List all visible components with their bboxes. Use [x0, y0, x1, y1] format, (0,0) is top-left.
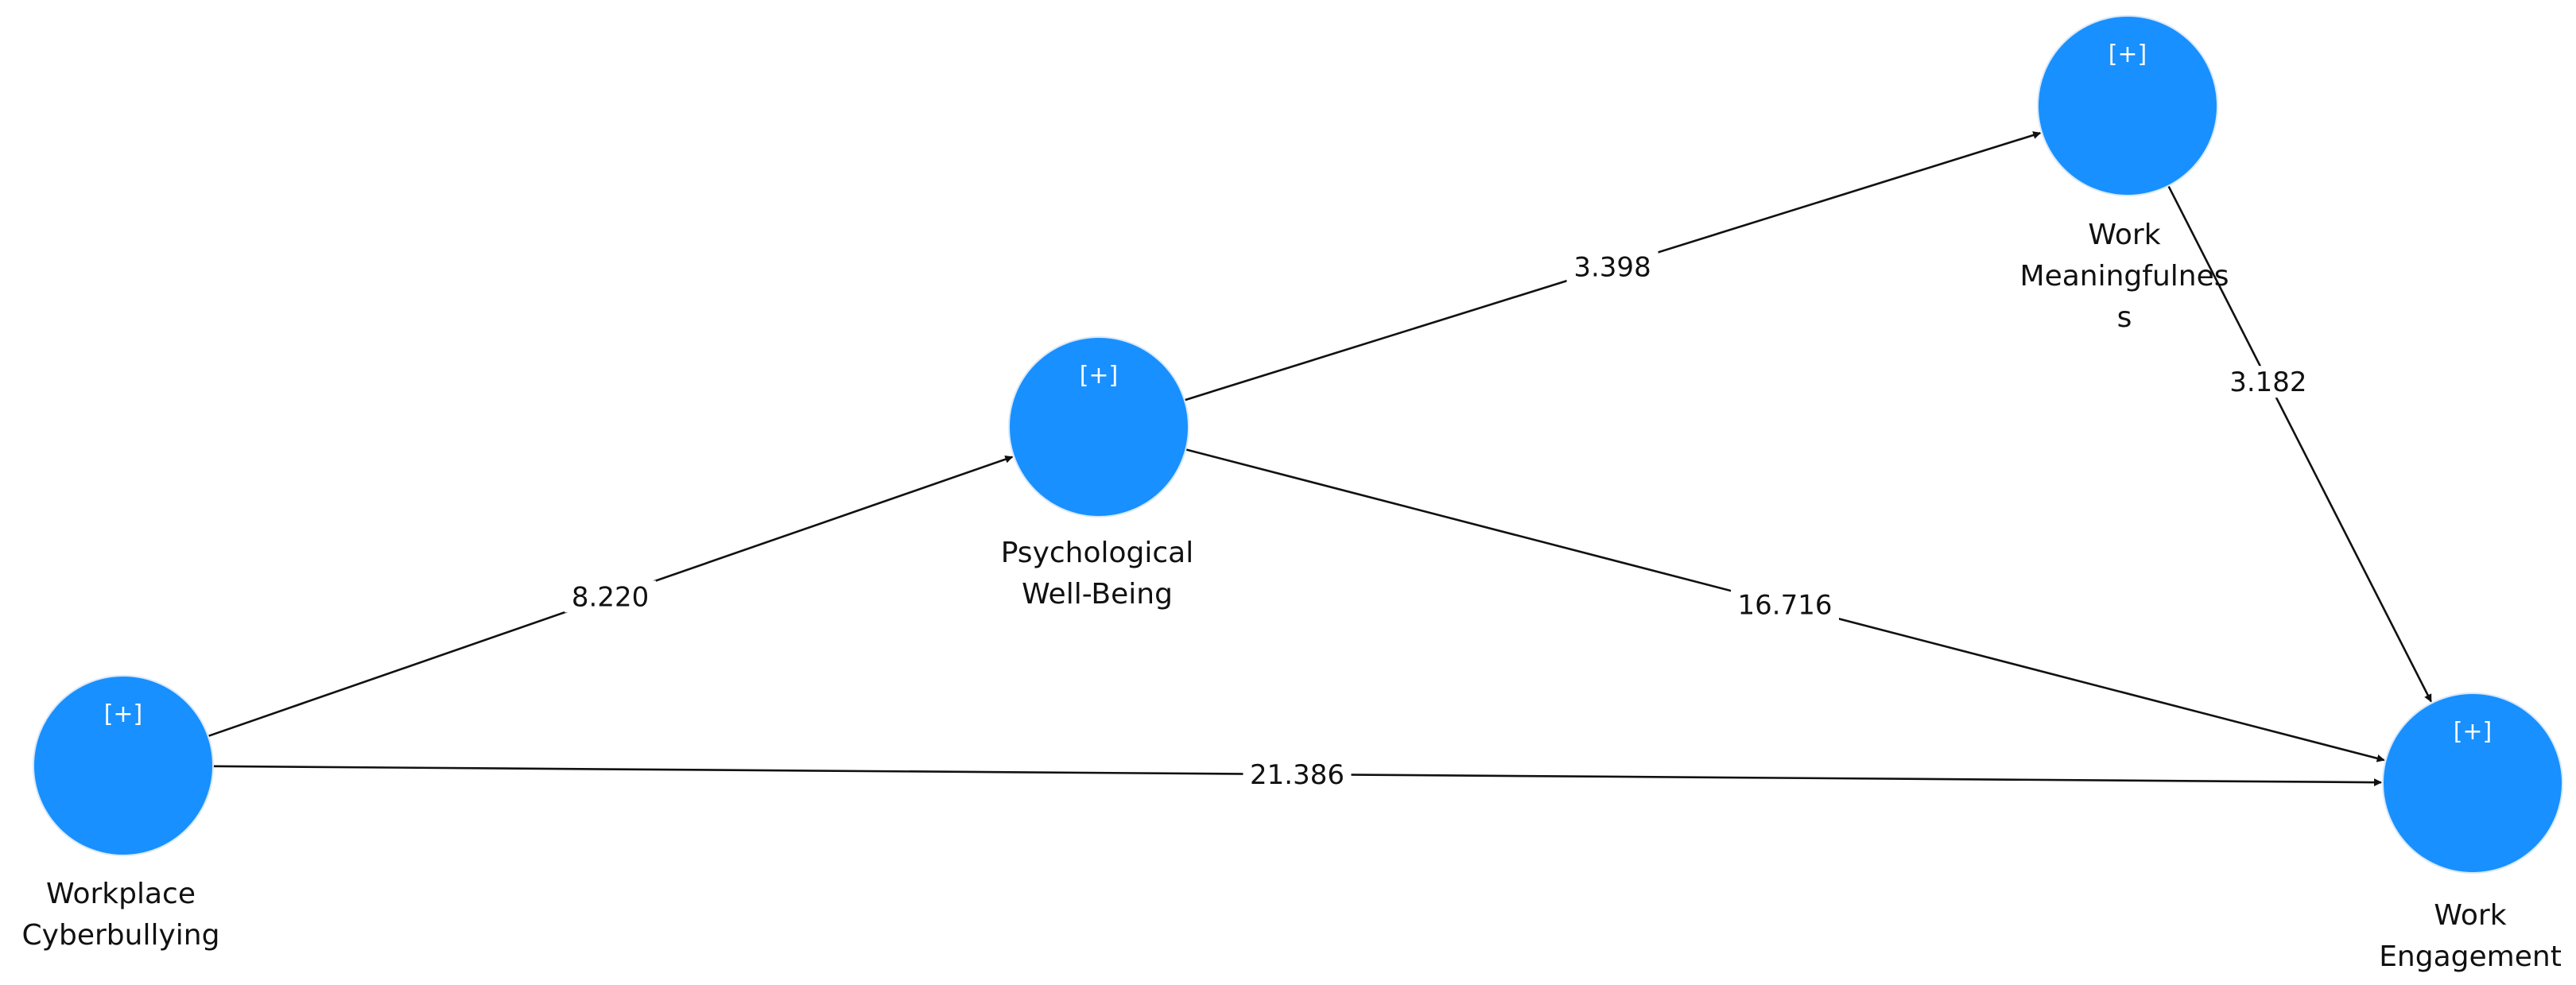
- edge-coefficient-label: 16.716: [1738, 590, 1833, 622]
- edge-pwb-wm[interactable]: 3.398: [1184, 131, 2042, 401]
- edge-coefficient-label: 3.182: [2229, 366, 2306, 398]
- edges-layer: 8.220 3.398 16.716 3.182 21.386: [208, 131, 2432, 791]
- expand-toggle[interactable]: [+]: [2454, 718, 2493, 746]
- edge-pwb-we[interactable]: 16.716: [1185, 448, 2385, 762]
- construct-circle[interactable]: [33, 675, 214, 856]
- edge-label-background: [564, 580, 657, 613]
- edge-coefficient-label: 3.398: [1573, 251, 1651, 283]
- edge-label-background: [1731, 588, 1840, 621]
- edge-wc-pwb[interactable]: 8.220: [208, 455, 1014, 738]
- construct-label-line: Meaningfulnes: [2020, 260, 2229, 293]
- edge-label-background: [1566, 250, 1658, 283]
- construct-label-line: s: [2117, 301, 2132, 334]
- construct-label-line: Engagement: [2379, 940, 2562, 973]
- edge-label-background: [1243, 758, 1352, 790]
- expand-toggle[interactable]: [+]: [2109, 41, 2147, 68]
- edge-coefficient-label: 21.386: [1250, 759, 1344, 791]
- edge-wm-we[interactable]: 3.182: [2167, 185, 2432, 703]
- construct-label-line: Well-Being: [1022, 578, 1173, 611]
- edge-coefficient-label: 8.220: [572, 581, 649, 613]
- edge-line: [2167, 185, 2432, 703]
- expand-toggle[interactable]: [+]: [1080, 362, 1119, 390]
- construct-label-line: Work: [2088, 219, 2160, 251]
- construct-circle[interactable]: [1008, 336, 1189, 518]
- construct-label-line: Psychological: [1001, 537, 1194, 569]
- construct-circle[interactable]: [2037, 15, 2218, 196]
- construct-label-line: Cyberbullying: [22, 919, 220, 952]
- construct-label-line: Work: [2434, 899, 2506, 932]
- construct-circle[interactable]: [2382, 692, 2563, 874]
- construct-label-line: Workplace: [46, 878, 196, 910]
- expand-toggle[interactable]: [+]: [104, 700, 143, 728]
- edge-wc-we[interactable]: 21.386: [212, 758, 2383, 791]
- edge-label-background: [2222, 366, 2314, 398]
